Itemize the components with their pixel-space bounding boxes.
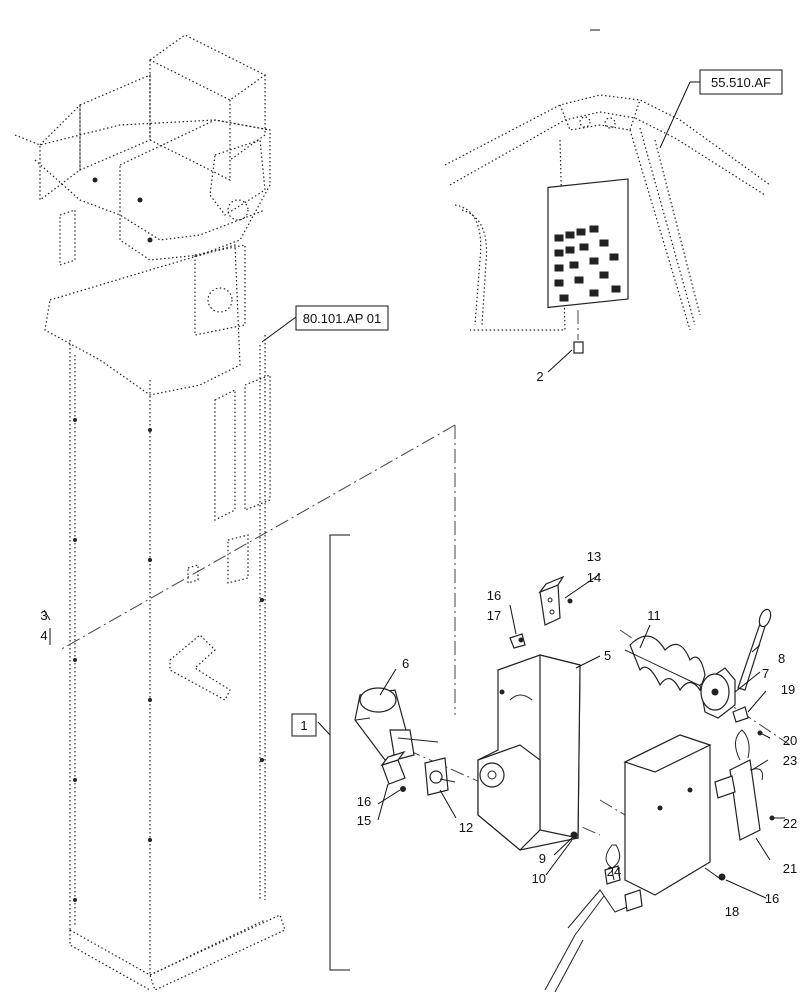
auger-11 — [624, 635, 706, 692]
callout-24: 24 — [607, 864, 621, 879]
exploded-assembly — [43, 29, 791, 993]
switch-12 — [424, 757, 456, 796]
callout-5: 5 — [604, 648, 611, 663]
screw-14 — [567, 598, 573, 604]
callout-15: 15 — [357, 813, 371, 828]
callout-2: 2 — [536, 369, 543, 384]
callout-9: 9 — [539, 851, 546, 866]
harness-box-21 — [714, 729, 763, 841]
auger-housing-5 — [477, 654, 581, 851]
elevator-column — [14, 34, 286, 991]
bolt-9 — [570, 831, 578, 839]
relay-15 — [380, 750, 406, 785]
ref-label-cab: 55.510.AF — [711, 75, 771, 90]
nut-22 — [769, 815, 775, 821]
callout-19: 19 — [781, 682, 795, 697]
callout-16b: 16 — [357, 794, 371, 809]
callout-20: 20 — [783, 733, 797, 748]
callout-10: 10 — [532, 871, 546, 886]
callouts: 2 3 4 5 6 7 8 9 10 11 12 13 14 15 16 16 … — [40, 369, 797, 919]
callout-17: 17 — [487, 608, 501, 623]
callout-23: 23 — [783, 753, 797, 768]
shaft-8 — [737, 608, 772, 691]
callout-21: 21 — [783, 861, 797, 876]
callout-12: 12 — [459, 820, 473, 835]
callout-7: 7 — [762, 666, 769, 681]
clip-17 — [509, 633, 526, 649]
cover-18 — [623, 734, 712, 896]
fuse — [573, 341, 584, 354]
callout-3: 3 — [40, 608, 47, 623]
clip-19 — [732, 706, 749, 723]
fuse-panel — [547, 178, 629, 309]
callout-16c: 16 — [765, 891, 779, 906]
motor-6 — [354, 687, 439, 761]
callout-13: 13 — [587, 549, 601, 564]
callout-11: 11 — [647, 608, 661, 623]
group-label: 1 — [300, 718, 307, 733]
nut-20 — [757, 730, 763, 736]
callout-18: 18 — [725, 904, 739, 919]
ref-box-elevator[interactable]: 80.101.AP 01 — [295, 305, 389, 331]
group-box-1[interactable]: 1 — [291, 713, 317, 737]
callout-4: 4 — [40, 628, 47, 643]
callout-16a: 16 — [487, 588, 501, 603]
bearing-cap-7 — [699, 667, 736, 719]
bracket-13 — [538, 575, 565, 626]
ref-label-elevator: 80.101.AP 01 — [303, 311, 382, 326]
ref-box-cab[interactable]: 55.510.AF — [699, 69, 783, 95]
cab-frame-reference — [444, 94, 771, 354]
callout-8: 8 — [778, 651, 785, 666]
callout-6: 6 — [402, 656, 409, 671]
nut-16-left — [400, 786, 406, 792]
callout-22: 22 — [783, 816, 797, 831]
callout-14: 14 — [587, 570, 601, 585]
